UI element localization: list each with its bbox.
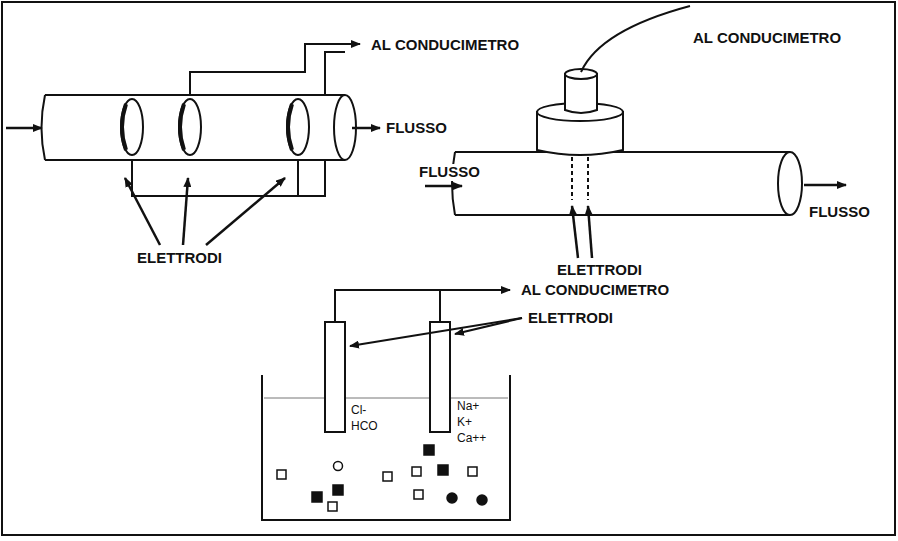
ion-label: Na+ [456,400,480,413]
ring-electrodes [121,99,309,155]
arrows [6,128,380,245]
ion-label: Ca++ [456,432,487,445]
ion-label: HCO [350,420,379,433]
ions [277,445,487,511]
frame [2,2,895,535]
label-flow: FLUSSO [808,204,871,221]
label-meter: AL CONDUCIMETRO [370,37,520,54]
ion-label: K+ [456,416,473,429]
flow-pipe [42,95,357,160]
arrows-2 [425,185,846,258]
label-flow: FLUSSO [418,164,481,181]
label-electrodes: ELETTRODI [527,310,614,327]
beaker [262,290,522,520]
label-electrodes: ELETTRODI [556,262,643,279]
ion-label: Cl- [350,404,367,417]
label-flow: FLUSSO [385,120,448,137]
label-electrodes: ELETTRODI [136,250,223,267]
label-meter: AL CONDUCIMETRO [692,30,842,47]
flow-pipe-2 [452,150,802,215]
label-meter: AL CONDUCIMETRO [520,282,670,299]
sensor-head [537,6,690,155]
